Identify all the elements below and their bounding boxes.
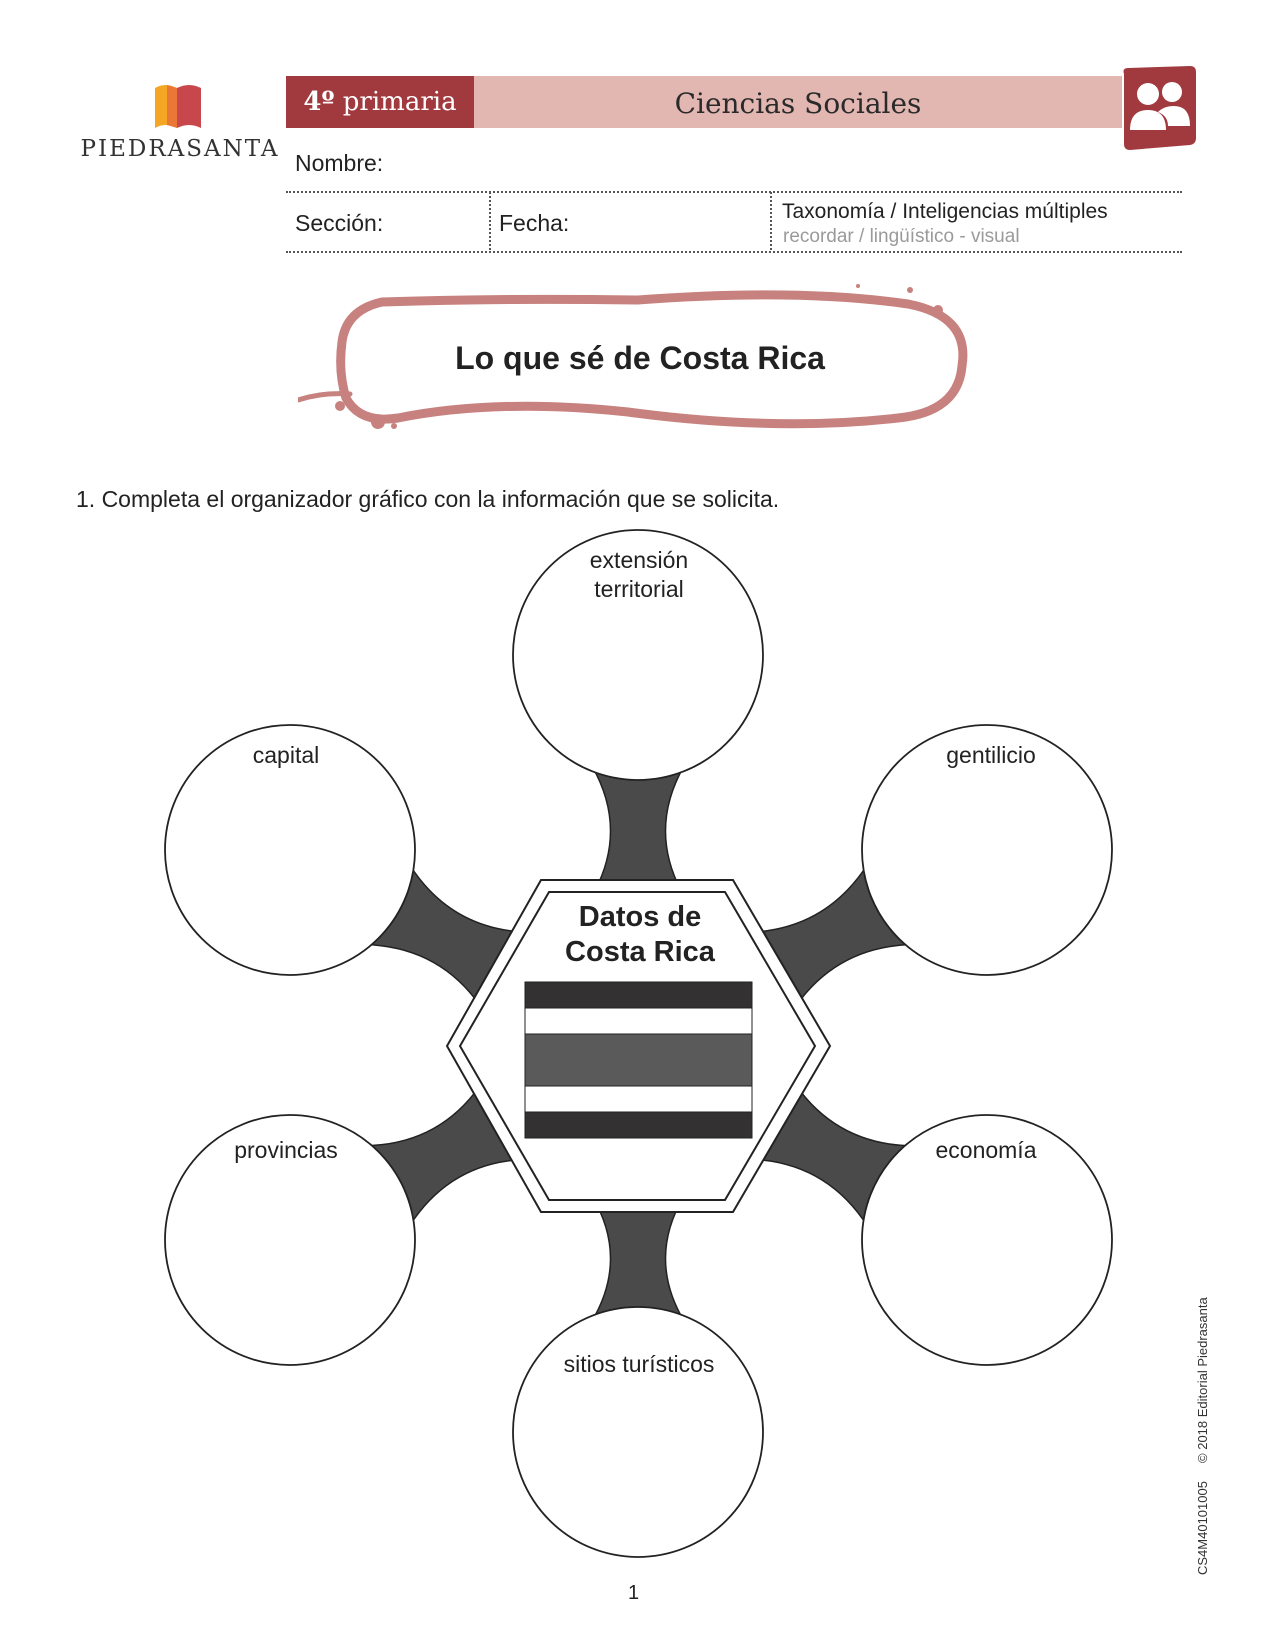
flag-stripe (524, 1085, 753, 1113)
taxonomy-title: Taxonomía / Inteligencias múltiples (782, 200, 1108, 223)
circle-sitios[interactable] (512, 1306, 764, 1558)
circle-economia[interactable] (861, 1114, 1113, 1366)
date-label: Fecha: (499, 210, 570, 236)
circle-provincias[interactable] (164, 1114, 416, 1366)
grade-word: primaria (342, 87, 457, 117)
circle-capital[interactable] (164, 724, 416, 976)
copyright-text: © 2018 Editorial Piedrasanta (1195, 1297, 1210, 1463)
divider (489, 192, 491, 250)
divider (286, 251, 1182, 253)
taxonomy-values: recordar / lingüístico - visual (783, 226, 1020, 247)
page-title: Lo que sé de Costa Rica (455, 340, 825, 376)
instruction-text: 1. Completa el organizador gráfico con l… (76, 486, 780, 512)
copyright-vertical: CS4M40101005 © 2018 Editorial Piedrasant… (1195, 1297, 1210, 1575)
subject-title: Ciencias Sociales (474, 76, 1122, 128)
piedrasanta-logo-icon (155, 85, 201, 128)
grade-number: 4º (303, 87, 335, 117)
flag-stripe (524, 1007, 753, 1035)
product-code: CS4M40101005 (1195, 1481, 1210, 1575)
flag-stripe (524, 981, 753, 1009)
name-label: Nombre: (295, 150, 384, 176)
divider (286, 191, 1182, 193)
node-label-gentilicio: gentilicio (946, 742, 1036, 768)
node-label-sitios-turisticos: sitios turísticos (563, 1351, 715, 1377)
page-number: 1 (628, 1582, 640, 1604)
circle-gentilicio[interactable] (861, 724, 1113, 976)
node-label-extension: extensión territorial (589, 547, 689, 602)
flag-stripe (524, 1111, 753, 1139)
flag-stripe (524, 1033, 753, 1087)
center-title-line2: Costa Rica (565, 936, 715, 968)
node-label-economia: economía (935, 1137, 1037, 1163)
center-title: Datos de Costa Rica (520, 900, 760, 970)
brand-name: PIEDRASANTA (80, 136, 280, 162)
group-users-icon (1123, 66, 1196, 150)
node-label-provincias: provincias (234, 1137, 338, 1163)
grade-badge: 4º primaria (286, 76, 474, 128)
divider (770, 192, 772, 250)
title-brush-frame (298, 284, 968, 429)
connector (590, 1195, 686, 1322)
node-label-capital: capital (252, 742, 320, 768)
center-title-line1: Datos de (578, 901, 702, 933)
section-label: Sección: (295, 210, 384, 236)
circle-extension[interactable] (512, 529, 764, 781)
connector (590, 765, 686, 897)
costa-rica-flag (524, 981, 753, 1139)
